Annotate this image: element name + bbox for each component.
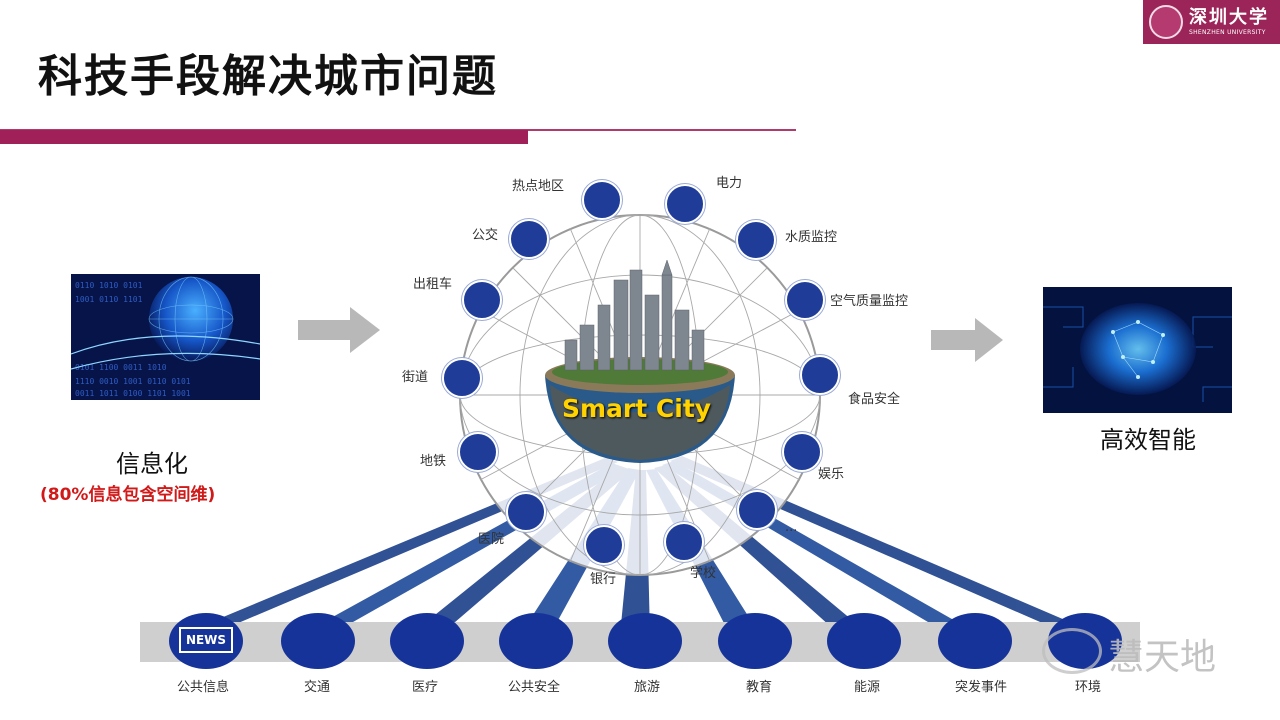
medical-cross-icon <box>390 613 464 669</box>
ring-label-subway: 地铁 <box>420 450 446 469</box>
ring-label-school: 学校 <box>690 562 716 581</box>
bottom-label-public-info: 公共信息 <box>177 676 229 695</box>
list-icon <box>737 490 777 530</box>
battery-icon <box>665 184 705 224</box>
bank-icon <box>584 525 624 565</box>
doctor-icon <box>506 492 546 532</box>
network-hub-icon <box>827 613 901 669</box>
smart-city-label: Smart City <box>562 394 711 423</box>
ring-label-bank: 银行 <box>590 568 616 587</box>
smart-city-diagram <box>140 180 1140 670</box>
svg-text:0110 1010 0101: 0110 1010 0101 <box>75 281 143 290</box>
ring-label-taxi: 出租车 <box>413 273 452 292</box>
bottom-label-energy: 能源 <box>854 676 880 695</box>
food-cup-icon <box>800 355 840 395</box>
location-pin-icon <box>582 180 622 220</box>
bottom-label-education: 教育 <box>746 676 772 695</box>
logo-chinese-name: 深圳大学 <box>1189 9 1269 27</box>
bottom-label-traffic: 交通 <box>304 676 330 695</box>
road-sign-icon <box>442 358 482 398</box>
wechat-icon <box>1042 628 1102 674</box>
svg-text:1001 0110 1101: 1001 0110 1101 <box>75 295 143 304</box>
ring-label-power: 电力 <box>716 172 742 191</box>
university-logo: 深圳大学 SHENZHEN UNIVERSITY <box>1143 0 1280 44</box>
ring-label-entertainment: 娱乐 <box>818 463 844 482</box>
ring-label-street: 街道 <box>402 366 428 385</box>
news-icon-text: NEWS <box>179 627 233 653</box>
ring-label-food: 食品安全 <box>848 388 900 407</box>
ring-label-water: 水质监控 <box>785 226 837 245</box>
logo-english-name: SHENZHEN UNIVERSITY <box>1189 30 1269 36</box>
ring-label-air: 空气质量监控 <box>830 290 908 309</box>
subway-icon <box>458 432 498 472</box>
watermark-text: 慧天地 <box>1108 628 1216 680</box>
traffic-light-icon <box>281 613 355 669</box>
bottom-label-public-safety: 公共安全 <box>508 676 560 695</box>
ring-label-bus: 公交 <box>472 224 498 243</box>
taxi-icon <box>462 280 502 320</box>
warning-triangle-icon <box>938 613 1012 669</box>
title-accent-bar <box>0 130 528 144</box>
news-icon: NEWS <box>169 613 243 669</box>
palm-tree-icon <box>608 613 682 669</box>
checklist-icon <box>718 613 792 669</box>
gamepad-icon <box>782 432 822 472</box>
briefcase-icon <box>664 522 704 562</box>
university-seal-icon <box>1149 5 1183 39</box>
bottom-label-medical: 医疗 <box>412 676 438 695</box>
air-quality-icon <box>785 280 825 320</box>
bottom-label-tourism: 旅游 <box>634 676 660 695</box>
ring-label-more: ... <box>785 520 797 535</box>
page-title: 科技手段解决城市问题 <box>38 40 498 104</box>
bus-icon <box>509 219 549 259</box>
bottom-label-environment: 环境 <box>1075 676 1101 695</box>
bottom-label-emergency: 突发事件 <box>955 676 1007 695</box>
water-tap-icon <box>736 220 776 260</box>
ring-label-hospital: 医院 <box>478 528 504 547</box>
ring-label-hotspot: 热点地区 <box>512 175 564 194</box>
padlock-icon <box>499 613 573 669</box>
